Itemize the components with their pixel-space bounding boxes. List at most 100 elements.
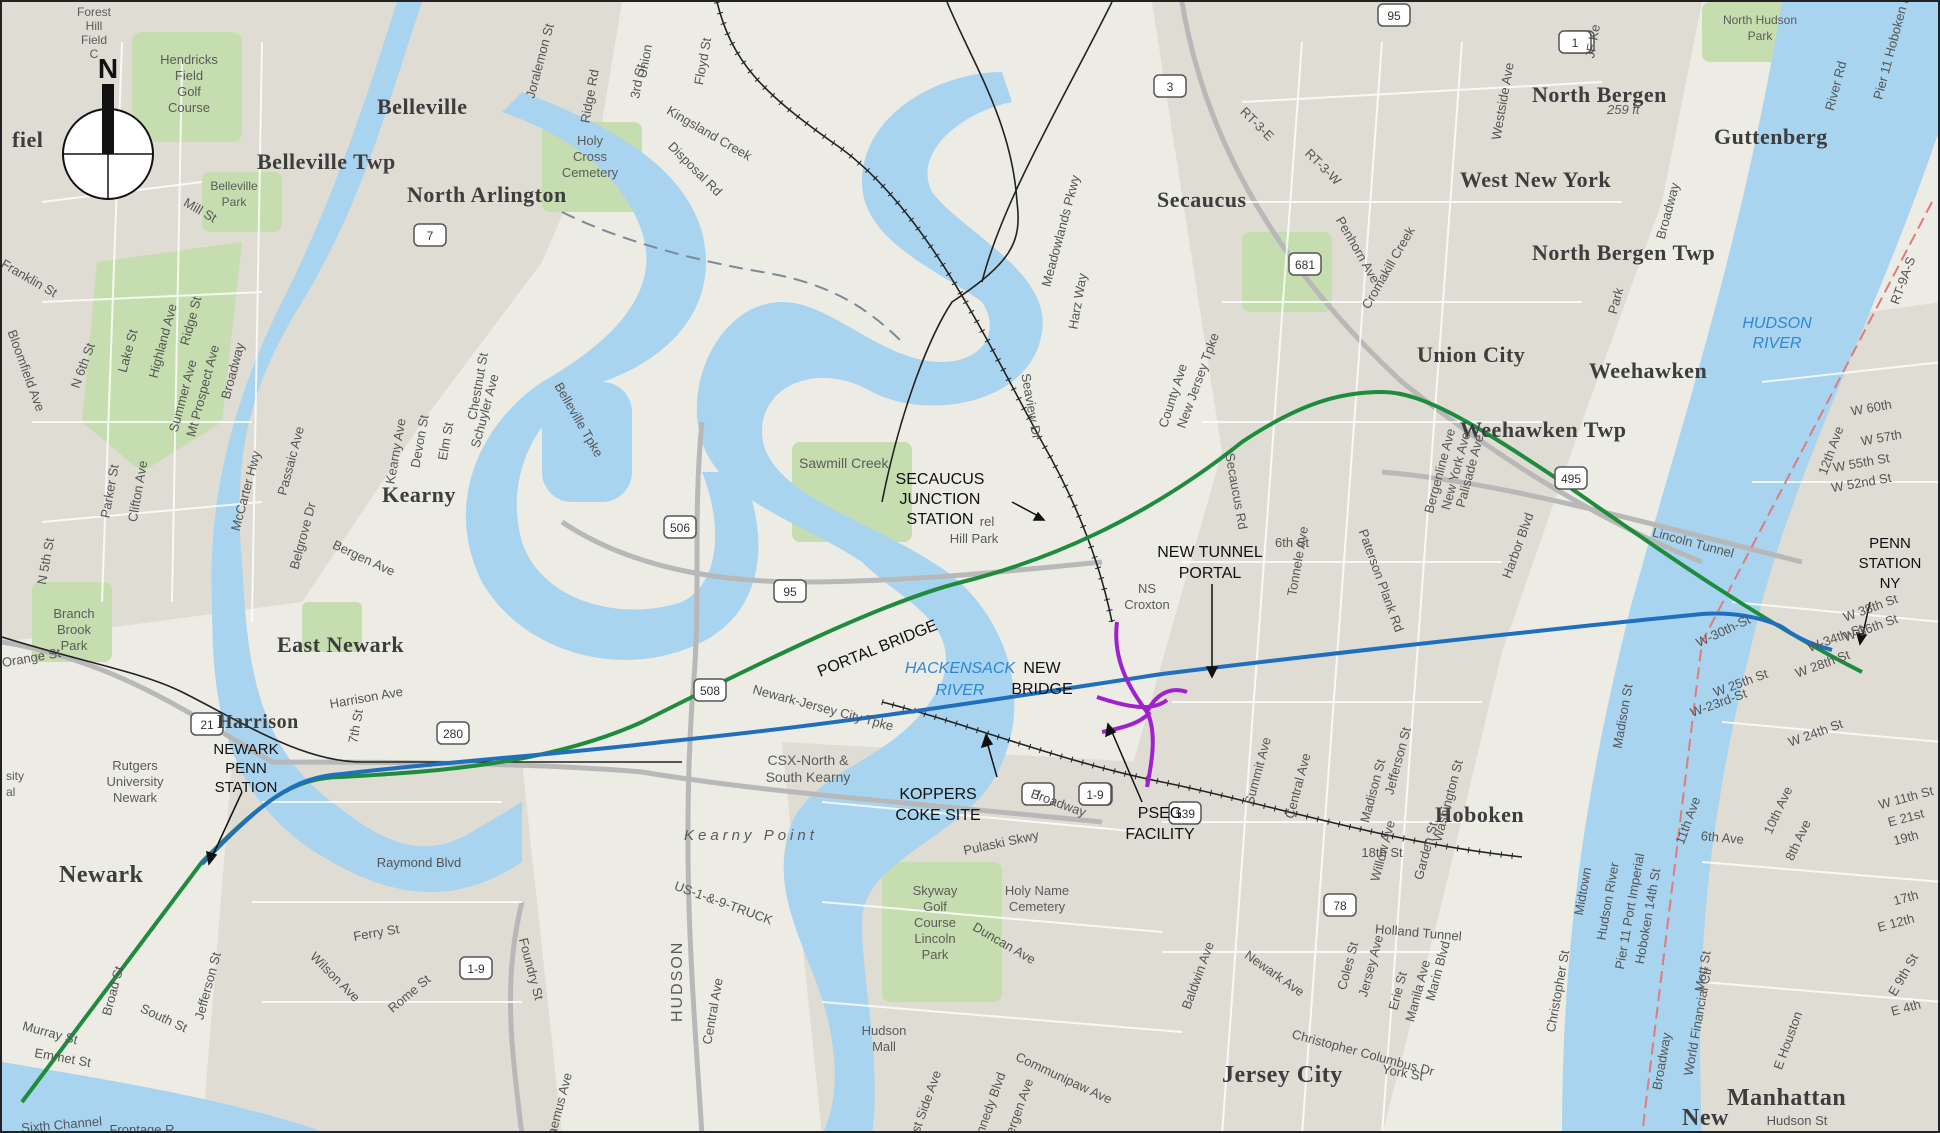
street-label: Union: [634, 43, 655, 79]
street-label: 6th St: [1275, 535, 1309, 550]
route-shield-number: 21: [200, 718, 214, 732]
poi-sawmill-creek: Sawmill Creek: [799, 455, 889, 471]
route-shield: 139: [1168, 801, 1202, 825]
street-label: Elm St: [435, 421, 456, 462]
place-north-bergen-twp: North Bergen Twp: [1532, 240, 1715, 265]
route-shield: 1-9: [1078, 782, 1112, 806]
route-shield-number: 1-9: [1086, 788, 1104, 802]
street-label: 18th St: [1361, 845, 1403, 860]
place-new: New: [1682, 1105, 1729, 1131]
street-label: Sixth Channel: [21, 1114, 103, 1133]
route-shield-number: 95: [1387, 9, 1401, 23]
street-label: 7th St: [345, 708, 366, 744]
route-shield: 681: [1288, 252, 1322, 276]
place-belleville: Belleville: [377, 94, 468, 119]
street-label: 3rd St: [627, 62, 648, 99]
hudson-county-boundary: [1641, 201, 1933, 1131]
street-label: Raymond Blvd: [377, 855, 462, 870]
route-shield-number: 1-9: [467, 962, 485, 976]
callout-leaders: [206, 501, 1871, 866]
route-shield-number: 1: [1572, 36, 1579, 50]
route-shield: 508: [693, 678, 727, 702]
purple-loop: [1096, 621, 1188, 788]
route-shields: 9537506955082802111-971-91397868149511-9: [190, 3, 1595, 980]
place-west-new-york: West New York: [1460, 167, 1611, 192]
route-shield: 506: [663, 515, 697, 539]
poi-elevation: 259 ft: [1606, 102, 1641, 117]
route-shield: 95: [1377, 3, 1411, 27]
street-label: Park: [1605, 286, 1627, 316]
street-label: 19th: [1892, 827, 1920, 848]
place-belleville-twp: Belleville Twp: [257, 149, 396, 174]
place-manhattan: Manhattan: [1727, 1085, 1846, 1111]
street-label: W 60th: [1850, 397, 1893, 419]
street-label: 6th Ave: [1700, 828, 1744, 847]
route-shield-number: 139: [1175, 807, 1195, 821]
route-shield-number: 7: [1035, 788, 1042, 802]
rail-ticks: [714, 2, 1523, 860]
place-weehawken: Weehawken: [1589, 358, 1707, 383]
north-arrow-letter: N: [98, 53, 118, 84]
poi-hudson-county: HUDSON: [669, 941, 686, 1022]
route-shield-number: 495: [1561, 472, 1581, 486]
route-shield: 78: [1323, 893, 1357, 917]
place-kearny: Kearny: [382, 482, 456, 507]
place-hoboken: Hoboken: [1435, 802, 1524, 827]
route-shield: 1-9: [459, 956, 493, 980]
route-shield-number: 78: [1333, 899, 1347, 913]
place-secaucus: Secaucus: [1157, 187, 1247, 212]
route-shield: 95: [773, 579, 807, 603]
place-fiel: fiel: [12, 127, 43, 152]
route-shield: 21: [190, 712, 224, 736]
route-shield: 1: [1558, 30, 1592, 54]
place-east-newark: East Newark: [277, 632, 404, 657]
street-label: Frontage R: [109, 1122, 174, 1133]
route-shield: 7: [413, 223, 447, 247]
street-label: Mott St: [1692, 949, 1714, 993]
place-union-city: Union City: [1417, 342, 1525, 367]
street-label: Hudson St: [1767, 1113, 1828, 1128]
place-guttenberg: Guttenberg: [1714, 124, 1828, 149]
rail-lines: [2, 2, 1523, 858]
poi-csx: CSX-North &South Kearny: [766, 752, 851, 785]
place-labels: Belleville Belleville Twp North Arlingto…: [12, 82, 1846, 1131]
route-shield-number: 280: [443, 727, 463, 741]
route-shield-number: 7: [427, 229, 434, 243]
street-label: 17th: [1892, 887, 1920, 908]
north-arrow: N: [62, 53, 154, 200]
route-shield-number: 95: [783, 585, 797, 599]
route-shield-number: 681: [1295, 258, 1315, 272]
place-jersey-city: Jersey City: [1222, 1062, 1343, 1088]
route-shield-number: 3: [1167, 80, 1174, 94]
route-shield-number: 506: [670, 521, 690, 535]
street-label: W 57th: [1860, 427, 1903, 449]
street-label: York St: [1381, 1062, 1425, 1084]
street-label: JF Ke: [1582, 23, 1603, 59]
place-north-arlington: North Arlington: [407, 182, 567, 207]
place-newark: Newark: [59, 862, 143, 888]
poi-kearny-point: Kearny Point: [684, 827, 818, 844]
route-shield-number: 508: [700, 684, 720, 698]
